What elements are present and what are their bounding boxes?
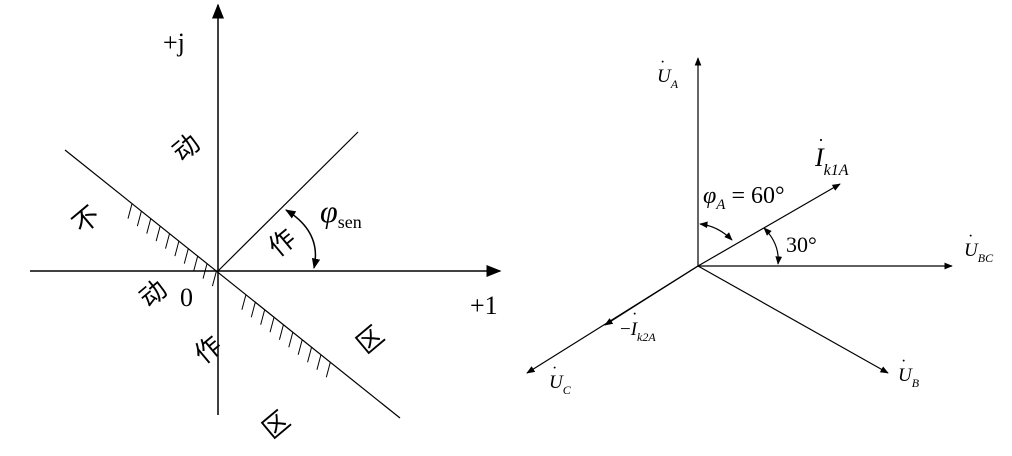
hatch-mark (278, 324, 284, 340)
hatch-mark (260, 309, 266, 325)
svg-text:−Ik2A: −Ik2A (620, 319, 656, 344)
label-phi-a: φA = 60° (703, 183, 785, 213)
hatch-mark (155, 225, 161, 242)
hatch-mark (241, 294, 247, 310)
boundary-line (64, 149, 401, 419)
svg-text:UBC: UBC (964, 240, 994, 265)
hatch-mark (127, 203, 133, 219)
hatch-mark (325, 362, 331, 378)
svg-text:Ik1A: Ik1A (814, 143, 849, 179)
hatch-mark (269, 317, 275, 333)
hatch-mark (146, 218, 152, 234)
region-char-zuo-lower: 作 (189, 331, 228, 370)
region-char-dong-upper: 动 (167, 129, 206, 168)
svg-text:φA = 60°: φA = 60° (703, 183, 785, 213)
hatch-mark (202, 263, 208, 279)
svg-text:·: · (968, 228, 973, 245)
svg-text:·: · (818, 130, 824, 150)
phi-sen-label: φsen (320, 193, 362, 232)
hatch-mark (297, 339, 303, 355)
sensitivity-line (217, 131, 359, 272)
svg-text:UB: UB (898, 365, 920, 390)
hatch-mark (307, 347, 313, 363)
svg-text:·: · (660, 54, 665, 71)
region-char-bu: 不 (67, 201, 106, 240)
label-neg-Ik2A: −Ik2A · (620, 306, 656, 344)
label-angle-30: 30° (786, 232, 817, 257)
hatch-mark (288, 332, 294, 348)
real-axis-label: +1 (470, 291, 498, 320)
hatch-mark (211, 271, 217, 287)
region-char-qu-bottom: 区 (257, 406, 296, 445)
label-UBC: UBC · (964, 228, 994, 265)
boundary-hatching (127, 203, 331, 378)
label-UB: UB · (898, 353, 920, 390)
right-diagram: UA · UBC · Ik1A · UB · UC · −Ik2A · φA =… (526, 54, 994, 397)
left-diagram: +j +1 0 φsen 动 不 作 动 作 区 区 (30, 3, 502, 445)
label-UA: UA · (657, 54, 679, 91)
hatch-mark (165, 233, 171, 249)
label-UC: UC · (549, 360, 572, 397)
phi-a-arc (699, 221, 733, 241)
region-char-dong-lower: 动 (134, 275, 173, 314)
hatch-mark (183, 248, 189, 264)
phasor-Ik1A (697, 183, 841, 267)
svg-text:·: · (632, 306, 637, 323)
phi-sen-arc (285, 209, 321, 270)
svg-text:·: · (552, 360, 557, 377)
hatch-mark (136, 210, 142, 227)
phasor-UB (697, 265, 889, 374)
region-char-zuo-upper: 作 (263, 224, 302, 263)
svg-text:UC: UC (549, 372, 572, 397)
label-Ik1A: Ik1A · (814, 130, 849, 179)
phasor-neg-Ik2A (604, 265, 699, 326)
imag-axis-label: +j (163, 28, 185, 57)
angle-30-arc (763, 227, 783, 265)
hatch-mark (250, 302, 256, 318)
hatch-mark (174, 240, 180, 257)
svg-text:·: · (901, 353, 906, 370)
hatch-mark (193, 255, 199, 272)
region-char-qu-right: 区 (351, 321, 390, 360)
origin-label: 0 (180, 283, 193, 312)
svg-text:UA: UA (657, 66, 679, 91)
hatch-mark (316, 354, 322, 370)
